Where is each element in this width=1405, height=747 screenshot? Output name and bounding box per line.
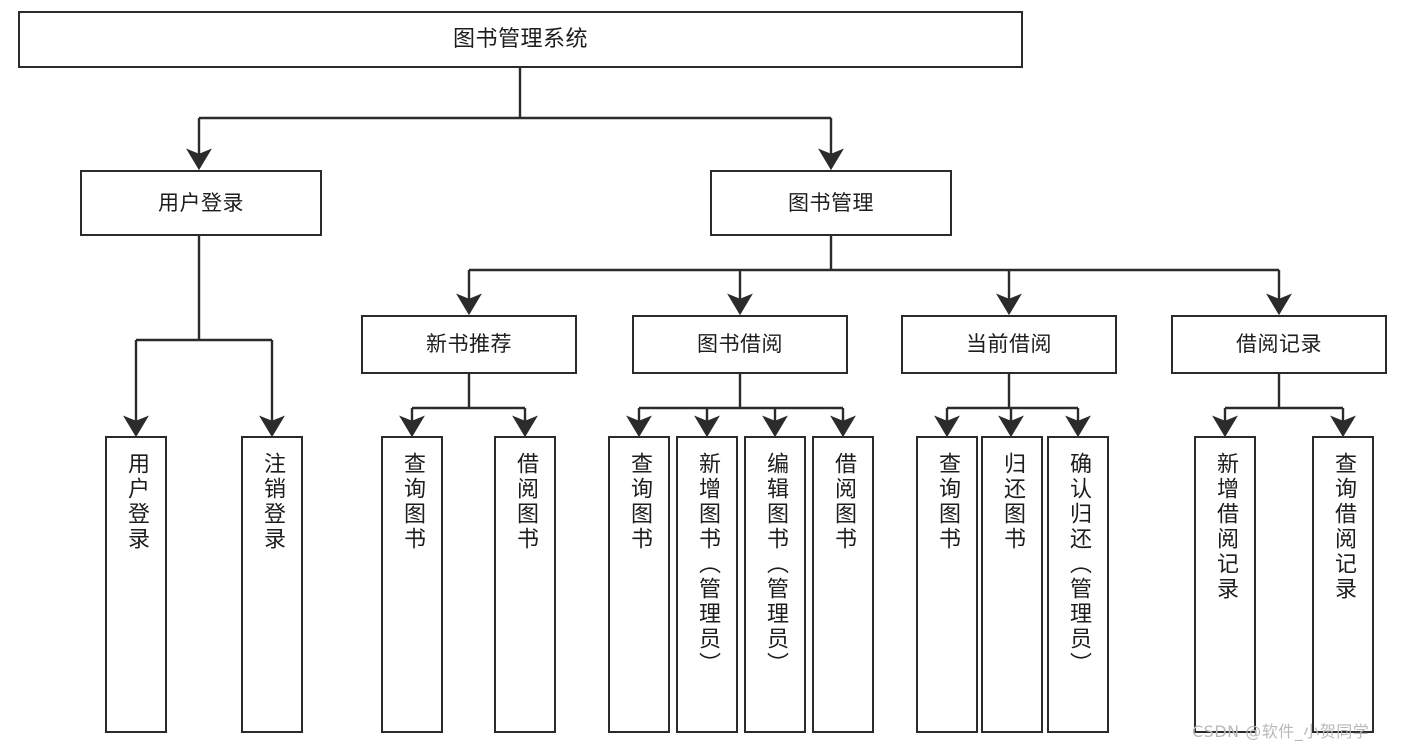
node-label: 借阅记录	[1236, 332, 1322, 357]
leaf-logout-login[interactable]: 注销登录	[241, 436, 303, 733]
leaf-add-book-admin[interactable]: 新增图书（管理员）	[676, 436, 738, 733]
node-label: 查询图书	[627, 452, 652, 552]
leaf-return-book[interactable]: 归还图书	[981, 436, 1043, 733]
leaf-borrow-book-2[interactable]: 借阅图书	[812, 436, 874, 733]
node-label: 图书管理	[788, 190, 874, 215]
node-borrow-record[interactable]: 借阅记录	[1171, 315, 1387, 374]
leaf-edit-book-admin[interactable]: 编辑图书（管理员）	[744, 436, 806, 733]
node-label: 用户登录	[158, 190, 244, 215]
leaf-borrow-book-1[interactable]: 借阅图书	[494, 436, 556, 733]
node-label: 图书借阅	[697, 332, 783, 357]
leaf-query-book-2[interactable]: 查询图书	[608, 436, 670, 733]
node-root-system[interactable]: 图书管理系统	[18, 11, 1023, 68]
node-label: 新书推荐	[426, 332, 512, 357]
node-label: 借阅图书	[513, 452, 538, 552]
node-label: 新增借阅记录	[1213, 452, 1238, 602]
node-label: 归还图书	[1000, 452, 1025, 552]
node-current-borrow[interactable]: 当前借阅	[901, 315, 1117, 374]
node-label: 查询图书	[935, 452, 960, 552]
node-book-manage[interactable]: 图书管理	[710, 170, 952, 236]
node-label: 新增图书（管理员）	[695, 452, 720, 677]
node-user-login[interactable]: 用户登录	[80, 170, 322, 236]
leaf-confirm-return-admin[interactable]: 确认归还（管理员）	[1047, 436, 1109, 733]
node-new-book-recommend[interactable]: 新书推荐	[361, 315, 577, 374]
node-label: 注销登录	[260, 452, 285, 552]
leaf-query-book-1[interactable]: 查询图书	[381, 436, 443, 733]
node-label: 查询图书	[400, 452, 425, 552]
csdn-watermark: CSDN @软件_小贺同学	[1192, 722, 1370, 741]
node-label: 图书管理系统	[452, 26, 588, 52]
leaf-add-borrow-record[interactable]: 新增借阅记录	[1194, 436, 1256, 733]
node-label: 确认归还（管理员）	[1066, 452, 1091, 677]
leaf-query-borrow-record[interactable]: 查询借阅记录	[1312, 436, 1374, 733]
node-label: 当前借阅	[966, 332, 1052, 357]
node-book-borrow[interactable]: 图书借阅	[632, 315, 848, 374]
node-label: 查询借阅记录	[1331, 452, 1356, 602]
node-label: 用户登录	[124, 452, 149, 552]
leaf-user-login[interactable]: 用户登录	[105, 436, 167, 733]
node-label: 借阅图书	[831, 452, 856, 552]
node-label: 编辑图书（管理员）	[763, 452, 788, 677]
leaf-query-book-3[interactable]: 查询图书	[916, 436, 978, 733]
